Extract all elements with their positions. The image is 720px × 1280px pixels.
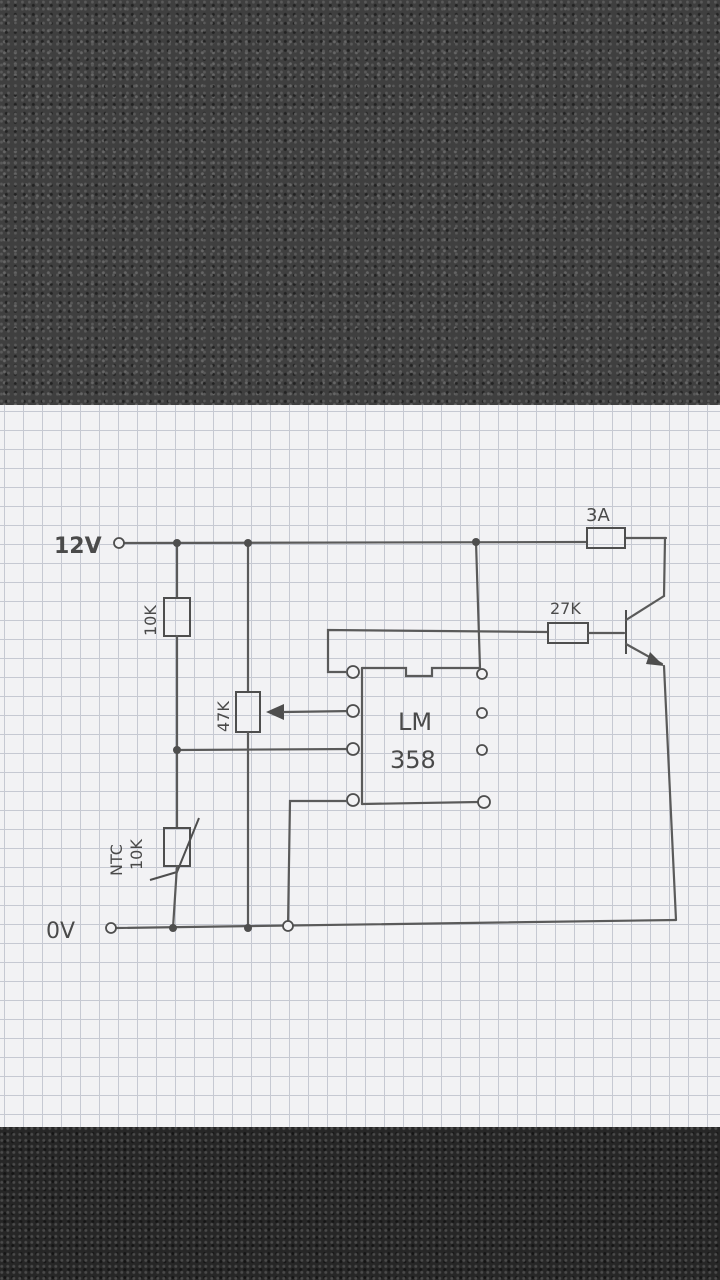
emitter-to-ground-wire: [662, 664, 678, 922]
ic-pin-4: [346, 793, 360, 807]
junction-dot: [244, 924, 252, 932]
ic-vcc-wire: [474, 540, 482, 670]
emitter-arrow-icon: [646, 652, 664, 666]
junction-dot: [244, 539, 252, 547]
transistor-collector: [624, 594, 666, 622]
ic-pin-5: [477, 795, 491, 809]
positive-terminal: [113, 537, 125, 549]
potentiometer: [235, 691, 261, 733]
ntc-label-line2: 10K: [127, 839, 146, 870]
collector-to-supply-wire: [662, 536, 667, 598]
ic-label-line1: LM: [398, 708, 432, 736]
fuse-label: 3A: [586, 505, 610, 526]
divider-wire-bottom: [171, 864, 179, 930]
ic-pin-7: [476, 707, 488, 719]
resistor-10k-label: 10K: [141, 605, 160, 636]
resistor-10k: [163, 597, 191, 637]
ic-bottom-edge: [360, 800, 481, 806]
ic-pin-2: [346, 704, 360, 718]
ic-pin-1: [346, 665, 360, 679]
base-resistor-label: 27K: [550, 599, 581, 618]
wiper-arrow-icon: [266, 704, 284, 720]
base-resistor-27k: [547, 622, 589, 644]
junction-ring: [282, 920, 294, 932]
positive-rail: [122, 540, 589, 545]
ground-rail: [114, 918, 678, 930]
junction-dot: [173, 746, 181, 754]
graph-paper-sheet: [0, 405, 720, 1127]
potentiometer-label: 47K: [214, 701, 233, 732]
ic-pin-8: [476, 668, 488, 680]
wiper-to-ic-wire: [282, 709, 355, 714]
ic-pin-6: [476, 744, 488, 756]
ntc-label-line1: NTC: [107, 844, 126, 876]
ic-top-edge-notch: [360, 666, 481, 678]
ic-ground-wire: [286, 799, 349, 928]
ntc-thermistor: [163, 827, 191, 867]
ground-terminal: [105, 922, 117, 934]
supply-0v-label: 0V: [46, 919, 75, 944]
divider-to-ic-wire: [175, 747, 355, 752]
junction-dot: [472, 538, 480, 546]
carpet-background-bottom: [0, 1120, 720, 1280]
junction-dot: [173, 539, 181, 547]
carpet-background-top: [0, 0, 720, 412]
junction-dot: [169, 924, 177, 932]
supply-12v-label: 12V: [54, 534, 102, 559]
ic-output-wire: [326, 628, 550, 674]
fuse: [586, 527, 626, 549]
ic-label-line2: 358: [390, 746, 436, 774]
ic-pin-3: [346, 742, 360, 756]
